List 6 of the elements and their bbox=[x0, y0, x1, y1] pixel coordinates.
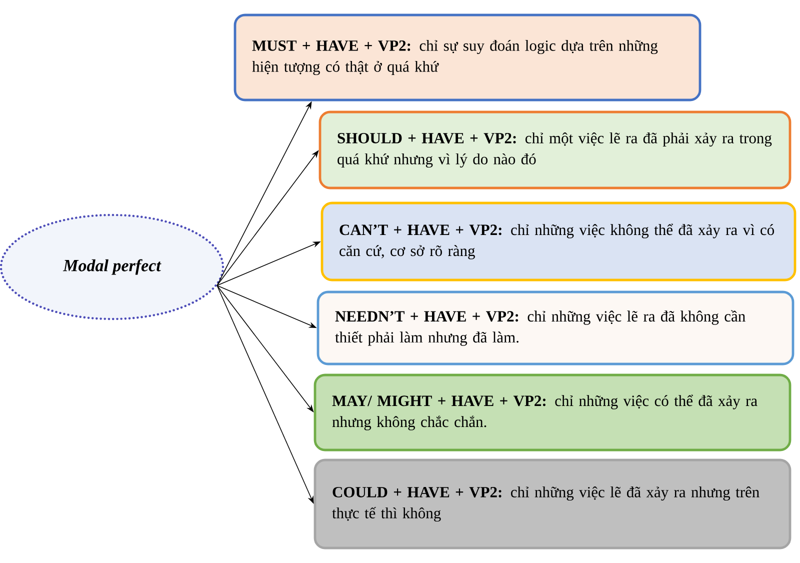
text-box: NEEDN’T + HAVE + VP2: chỉ những việc lẽ ra đã không cần thiết phải làm nhưng đã làm. bbox=[316, 290, 794, 366]
text-box: CAN’T + HAVE + VP2: chỉ những việc không thể đã xảy ra vì có căn cứ, cơ sở rõ ràng bbox=[320, 202, 796, 282]
text-box: SHOULD + HAVE + VP2: chỉ một việc lẽ ra đã phải xảy ra trong quá khứ nhưng vì lý do nào đó bbox=[318, 110, 792, 190]
text-box: MUST + HAVE + VP2: chỉ sự suy đoán logic dựa trên những hiện tượng có thật ở quá khứ bbox=[234, 14, 702, 102]
text-box: MAY/ MIGHT + HAVE + VP2: chỉ những việc có thể đã xảy ra nhưng không chắc chắn. bbox=[314, 374, 792, 452]
text-box: COULD + HAVE + VP2: chỉ những việc lẽ đã xảy ra nhưng trên thực tế thì không bbox=[314, 458, 792, 550]
